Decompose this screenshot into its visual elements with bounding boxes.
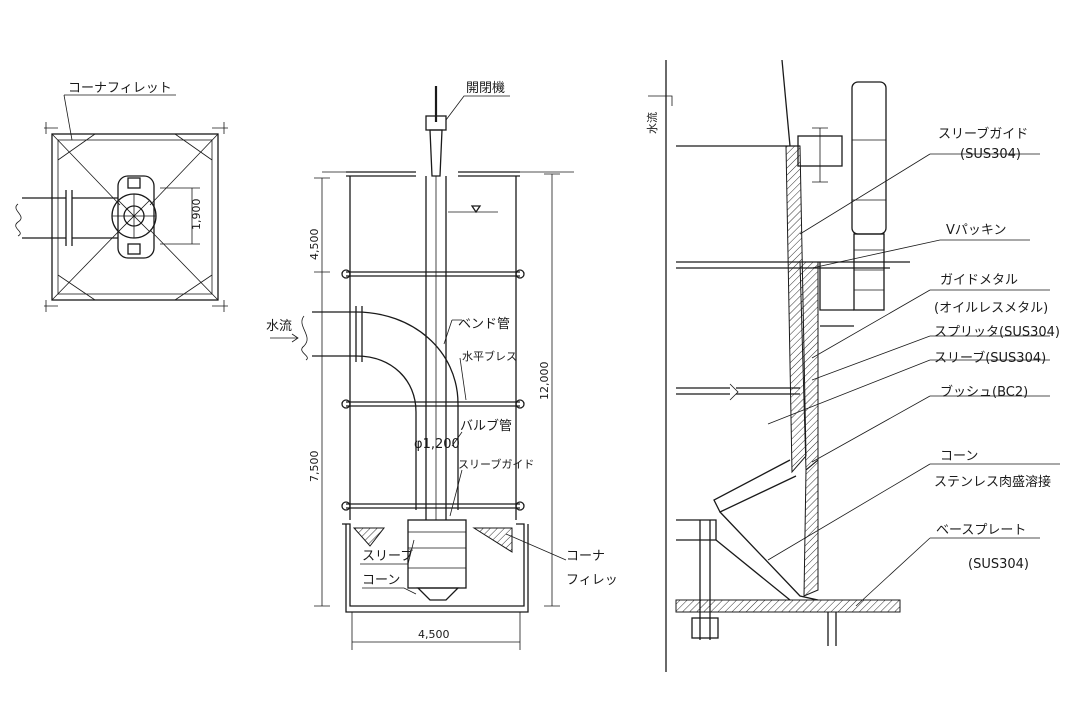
elevation-view: 開閉機 水流 ベン — [266, 81, 618, 650]
bend-pipe-label: ベンド管 — [458, 317, 510, 332]
cone-label: コーン — [362, 573, 400, 588]
dimension-width: 4,500 — [418, 628, 450, 641]
sleeve-label: スリーブ — [362, 548, 413, 564]
operator-label: 開閉機 — [466, 81, 505, 96]
detail-label-oilless-metal: (オイルレスメタル) — [934, 301, 1048, 316]
base-plate — [675, 599, 901, 613]
sleeve — [407, 519, 467, 589]
detail-label-v-packing: Vパッキン — [946, 223, 1007, 238]
dimension-upper: 4,500 — [308, 229, 321, 261]
detail-label-base-plate-mat: (SUS304) — [968, 557, 1029, 572]
corner-fillet-label: コーナフィレット — [68, 81, 172, 96]
horizontal-brace-label: 水平ブレス — [462, 349, 517, 363]
detail-label-stainless-overlay: ステンレス肉盛溶接 — [934, 474, 1051, 490]
detail-label-splitter: スプリッタ(SUS304) — [934, 325, 1060, 340]
diameter-label: φ1,200 — [414, 437, 460, 452]
dimension-total: 12,000 — [538, 362, 551, 401]
detail-label-sleeve-guide-mat: (SUS304) — [960, 147, 1021, 162]
valve-pipe-label: バルブ管 — [460, 418, 512, 434]
detail-label-sleeve-guide: スリーブガイド — [938, 126, 1028, 142]
elevation-water-flow-label: 水流 — [266, 319, 292, 334]
corner-label-2: フィレッ — [566, 573, 618, 588]
detail-label-cone: コーン — [940, 449, 978, 464]
dimension-lower: 7,500 — [308, 451, 321, 483]
detail-label-base-plate: ベースプレート — [936, 523, 1026, 538]
cone — [416, 587, 460, 601]
corner-label-1: コーナ — [566, 549, 605, 564]
guide-bolt-block — [853, 233, 885, 311]
detail-water-flow-label: 水流 — [645, 112, 659, 134]
plan-frame — [51, 133, 219, 301]
plan-dimension-label: 1,900 — [190, 199, 203, 231]
detail-view: 水流 スリーブガイド — [645, 59, 1060, 672]
plan-view: 1,900 コーナフィレット — [15, 81, 228, 312]
sleeve-guide-label: スリーブガイド — [458, 457, 534, 471]
detail-label-bush: ブッシュ(BC2) — [940, 384, 1028, 400]
upper-shaft — [851, 81, 887, 235]
detail-label-sleeve: スリーブ(SUS304) — [934, 350, 1046, 366]
detail-label-guide-metal: ガイドメタル — [940, 273, 1018, 288]
